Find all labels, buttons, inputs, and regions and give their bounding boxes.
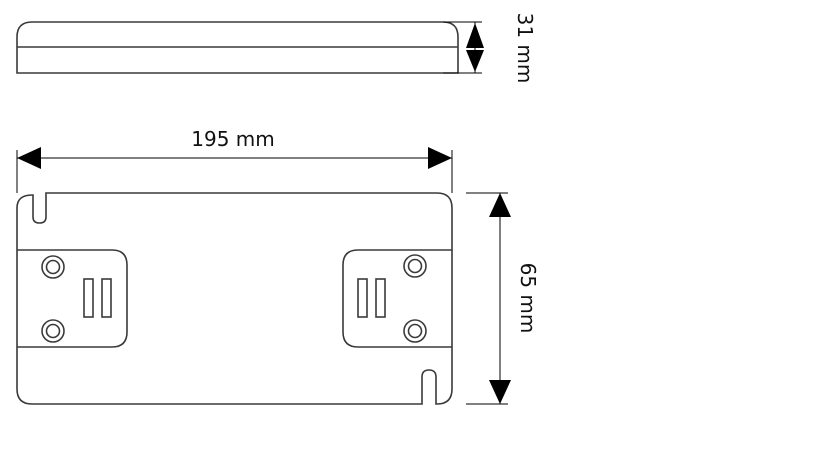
contact-pin: [101, 278, 112, 318]
length-dimension: 195 mm: [16, 127, 453, 193]
terminal-block-left: [17, 249, 128, 348]
contact-pin: [83, 278, 94, 318]
contact-pin: [357, 278, 368, 318]
arrow-up-icon: [489, 193, 511, 217]
arrow-down-icon: [489, 380, 511, 404]
screw-hole-icon: [45, 323, 61, 339]
screw-hole-icon: [407, 323, 423, 339]
screw-icon: [41, 319, 65, 343]
side-view: [16, 21, 459, 74]
screw-hole-icon: [407, 258, 423, 274]
screw-icon: [41, 255, 65, 279]
length-label: 195 mm: [191, 127, 275, 151]
terminal-block-left-outline: [17, 249, 128, 348]
height-dimension: 31 mm: [443, 13, 537, 84]
height-label: 31 mm: [513, 13, 537, 84]
terminal-block-right: [342, 249, 452, 348]
arrow-up-icon: [466, 23, 484, 48]
body-outline: [16, 192, 453, 405]
arrow-left-icon: [17, 147, 41, 169]
contact-pin: [375, 278, 386, 318]
terminal-block-right-outline: [342, 249, 452, 348]
arrow-right-icon: [428, 147, 452, 169]
width-label: 65 mm: [516, 263, 540, 334]
width-dimension: 65 mm: [466, 192, 540, 405]
screw-icon: [403, 319, 427, 343]
screw-icon: [403, 254, 427, 278]
screw-hole-icon: [45, 259, 61, 275]
top-view: [16, 192, 453, 405]
arrow-down-icon: [466, 50, 484, 72]
